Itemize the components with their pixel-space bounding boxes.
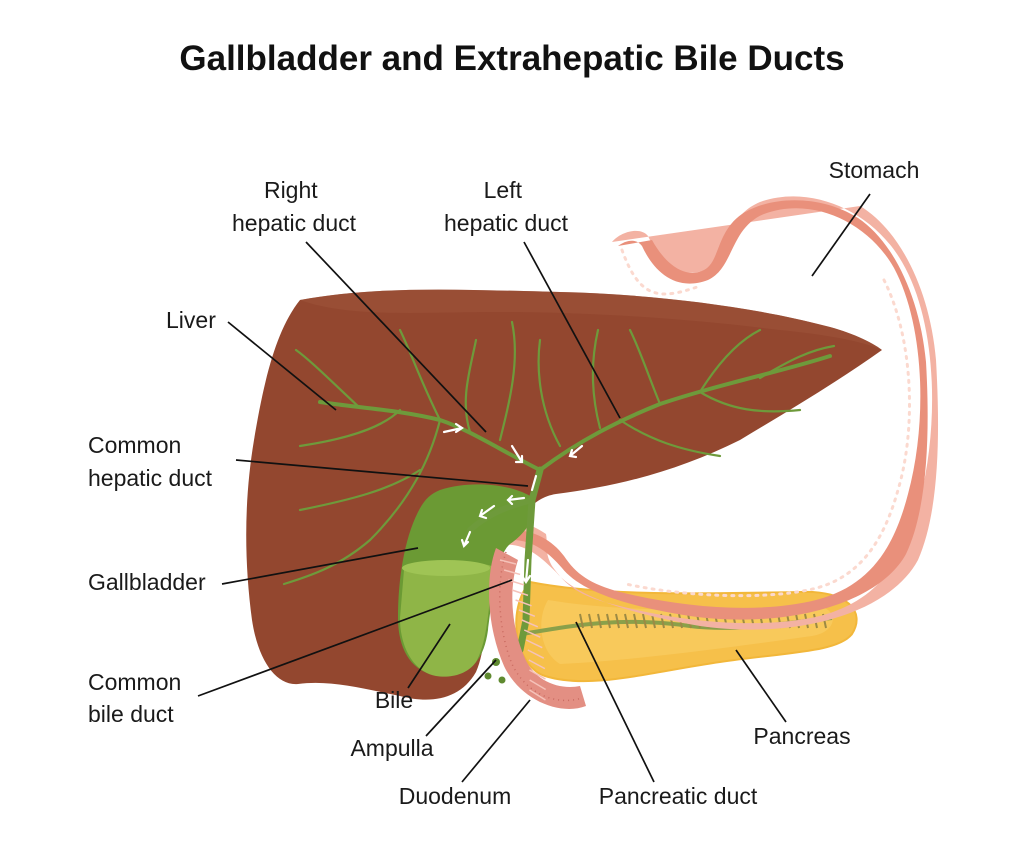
label-pancreatic-duct: Pancreatic duct: [599, 783, 758, 809]
gallbladder-shape: [398, 484, 534, 677]
bile-flow-arrows: [442, 422, 584, 584]
leader-stomach: [811, 193, 871, 277]
leader-pancreatic-duct: [575, 621, 655, 783]
leader-lines: [197, 193, 871, 783]
label-bile: Bile: [375, 687, 413, 713]
duodenum-shape: [489, 548, 586, 709]
leader-left-hepatic: [523, 241, 621, 419]
leader-bile: [407, 623, 451, 689]
leader-ampulla: [425, 659, 497, 737]
pancreas-shape: [515, 580, 858, 683]
label-stomach: Stomach: [829, 157, 920, 183]
label-duodenum: Duodenum: [399, 783, 512, 809]
stomach-shape: [498, 196, 939, 630]
labels: Stomach Right hepatic duct Left hepatic …: [88, 157, 919, 809]
label-right-hepatic-duct: Right hepatic duct: [232, 177, 357, 236]
label-ampulla: Ampulla: [350, 735, 433, 761]
leader-gallbladder: [221, 547, 419, 585]
leader-common-bile: [197, 579, 513, 697]
ampulla-droplets: [484, 658, 506, 684]
label-common-bile-duct: Common bile duct: [88, 669, 188, 727]
label-common-hepatic-duct: Common hepatic duct: [88, 432, 213, 491]
label-gallbladder: Gallbladder: [88, 569, 206, 595]
leader-liver: [227, 321, 337, 411]
leader-right-hepatic: [305, 241, 487, 433]
leader-duodenum: [461, 699, 531, 783]
label-pancreas: Pancreas: [753, 723, 850, 749]
label-left-hepatic-duct: Left hepatic duct: [444, 177, 569, 236]
leader-common-hepatic: [235, 459, 529, 487]
diagram-title: Gallbladder and Extrahepatic Bile Ducts: [179, 39, 844, 78]
label-liver: Liver: [166, 307, 216, 333]
leader-pancreas: [735, 649, 787, 723]
